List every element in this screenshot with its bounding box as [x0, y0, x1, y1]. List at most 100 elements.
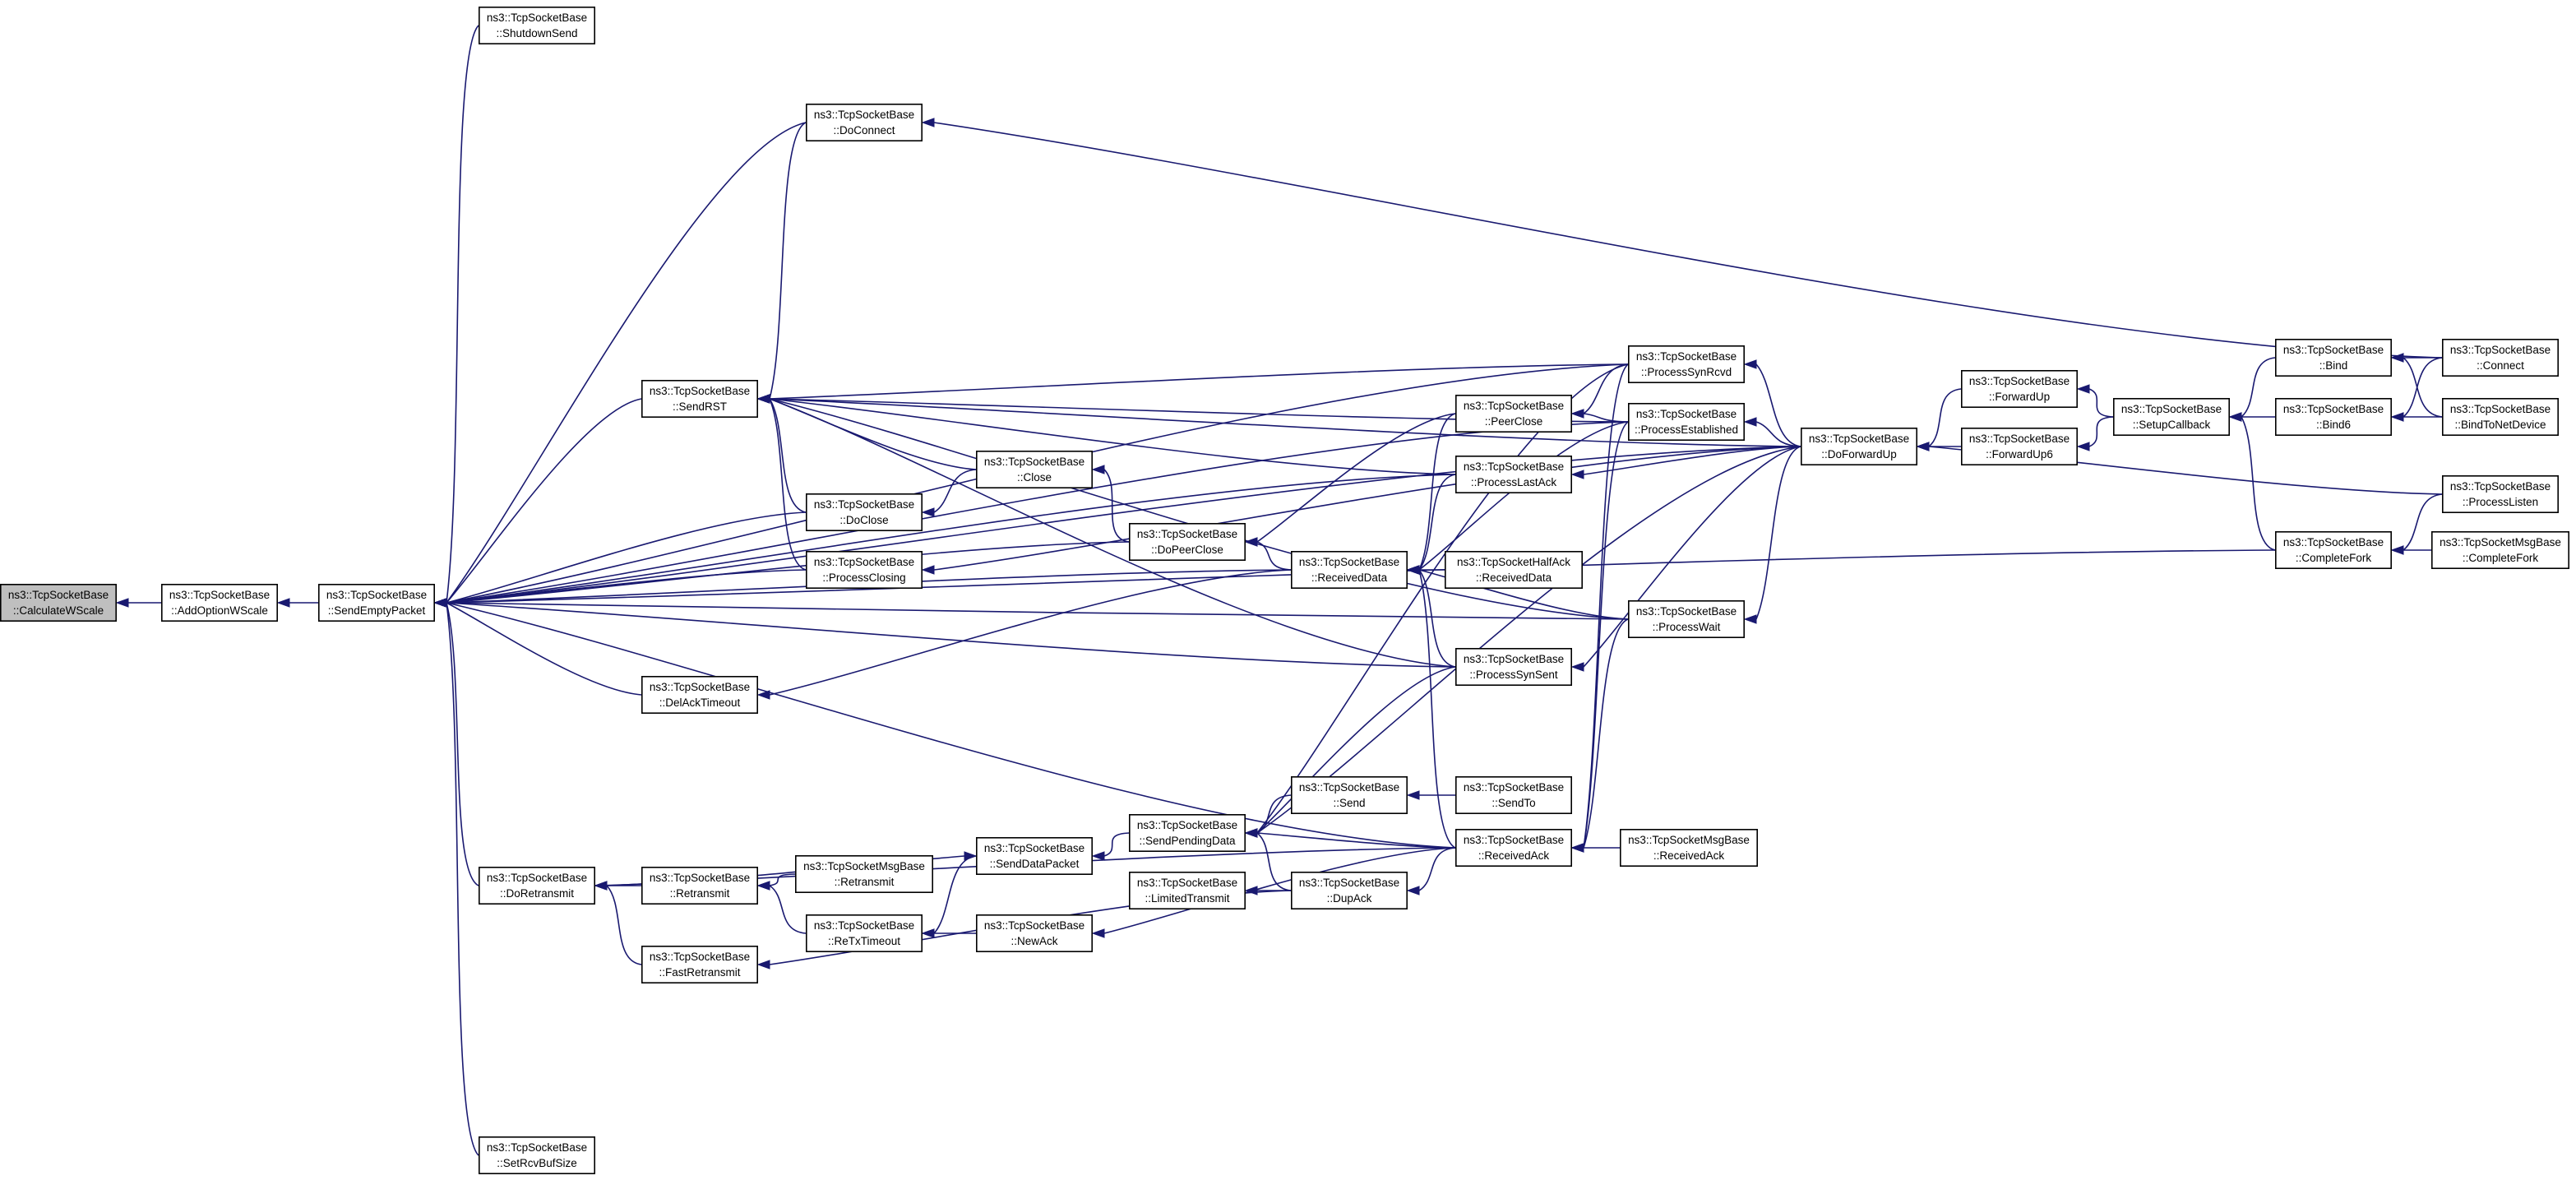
node-box[interactable] — [2113, 397, 2231, 436]
node-box[interactable] — [1129, 872, 1246, 910]
node-box[interactable] — [1620, 828, 1759, 867]
node-AddOptionWScale[interactable]: ns3::TcpSocketBase::AddOptionWScale — [161, 583, 278, 622]
node-box[interactable] — [805, 550, 923, 589]
node-box[interactable] — [2275, 397, 2393, 436]
node-DupAck[interactable]: ns3::TcpSocketBase::DupAck — [1291, 872, 1408, 910]
node-method-label: ::ForwardUp — [1989, 391, 2050, 403]
node-box[interactable] — [641, 867, 758, 905]
node-box[interactable] — [976, 914, 1094, 953]
node-box[interactable] — [1455, 455, 1573, 493]
node-Send[interactable]: ns3::TcpSocketBase::Send — [1291, 775, 1408, 814]
node-ForwardUp[interactable]: ns3::TcpSocketBase::ForwardUp — [1961, 369, 2079, 408]
node-ProcessEstablished[interactable]: ns3::TcpSocketBase::ProcessEstablished — [1628, 402, 1746, 441]
node-MsgReceivedAck[interactable]: ns3::TcpSocketMsgBase::ReceivedAck — [1620, 828, 1759, 867]
node-box[interactable] — [478, 867, 595, 905]
node-method-label: ::LimitedTransmit — [1145, 892, 1229, 905]
node-method-label: ::Bind — [2319, 359, 2348, 372]
node-SendRST[interactable]: ns3::TcpSocketBase::SendRST — [641, 379, 758, 418]
node-box[interactable] — [641, 946, 758, 984]
node-ForwardUp6[interactable]: ns3::TcpSocketBase::ForwardUp6 — [1961, 427, 2079, 465]
node-box[interactable] — [805, 104, 923, 142]
node-box[interactable] — [1628, 402, 1746, 441]
node-DoClose[interactable]: ns3::TcpSocketBase::DoClose — [805, 493, 923, 531]
node-DelAckTimeout[interactable]: ns3::TcpSocketBase::DelAckTimeout — [641, 675, 758, 714]
edge-DoClose-calls-SendEmptyPacket — [446, 511, 807, 604]
node-namespace-label: ns3::TcpSocketBase — [1299, 877, 1399, 889]
node-DoForwardUp[interactable]: ns3::TcpSocketBase::DoForwardUp — [1801, 427, 1918, 465]
node-method-label: ::ReceivedAck — [1653, 849, 1725, 862]
node-ReceivedData[interactable]: ns3::TcpSocketBase::ReceivedData — [1291, 550, 1408, 589]
node-box[interactable] — [1628, 345, 1746, 383]
node-box[interactable] — [805, 493, 923, 531]
node-Retransmit[interactable]: ns3::TcpSocketBase::Retransmit — [641, 867, 758, 905]
node-Close[interactable]: ns3::TcpSocketBase::Close — [976, 450, 1094, 488]
node-Bind6[interactable]: ns3::TcpSocketBase::Bind6 — [2275, 397, 2393, 436]
node-ProcessSynRcvd[interactable]: ns3::TcpSocketBase::ProcessSynRcvd — [1628, 345, 1746, 383]
node-box[interactable] — [976, 836, 1094, 875]
node-box[interactable] — [1455, 394, 1573, 433]
node-box[interactable] — [2442, 474, 2560, 513]
node-box[interactable] — [2431, 530, 2570, 569]
node-box[interactable] — [1455, 775, 1573, 814]
node-SetupCallback[interactable]: ns3::TcpSocketBase::SetupCallback — [2113, 397, 2231, 436]
node-SendTo[interactable]: ns3::TcpSocketBase::SendTo — [1455, 775, 1573, 814]
node-box[interactable] — [641, 379, 758, 418]
node-DoPeerClose[interactable]: ns3::TcpSocketBase::DoPeerClose — [1129, 522, 1246, 561]
node-box[interactable] — [1445, 550, 1584, 589]
node-box[interactable] — [2275, 338, 2393, 377]
node-SendEmptyPacket[interactable]: ns3::TcpSocketBase::SendEmptyPacket — [317, 583, 435, 622]
node-box[interactable] — [641, 675, 758, 714]
node-CompleteFork[interactable]: ns3::TcpSocketBase::CompleteFork — [2275, 530, 2393, 569]
node-MsgRetransmit[interactable]: ns3::TcpSocketMsgBase::Retransmit — [794, 855, 933, 894]
node-box[interactable] — [1961, 369, 2079, 408]
node-box[interactable] — [161, 583, 278, 622]
node-box[interactable] — [1801, 427, 1918, 465]
node-HalfAckReceivedData[interactable]: ns3::TcpSocketHalfAck::ReceivedData — [1445, 550, 1584, 589]
node-FastRetransmit[interactable]: ns3::TcpSocketBase::FastRetransmit — [641, 946, 758, 984]
node-SendPendingData[interactable]: ns3::TcpSocketBase::SendPendingData — [1129, 813, 1246, 852]
node-NewAck[interactable]: ns3::TcpSocketBase::NewAck — [976, 914, 1094, 953]
node-LimitedTransmit[interactable]: ns3::TcpSocketBase::LimitedTransmit — [1129, 872, 1246, 910]
node-box[interactable] — [2442, 397, 2560, 436]
node-DoConnect[interactable]: ns3::TcpSocketBase::DoConnect — [805, 104, 923, 142]
node-box[interactable] — [1129, 813, 1246, 852]
node-SendDataPacket[interactable]: ns3::TcpSocketBase::SendDataPacket — [976, 836, 1094, 875]
node-namespace-label: ns3::TcpSocketBase — [1464, 781, 1564, 794]
node-box[interactable] — [478, 1136, 595, 1175]
node-box[interactable] — [0, 583, 117, 622]
node-box[interactable] — [976, 450, 1094, 488]
node-method-label: ::SendRST — [673, 400, 727, 413]
node-box[interactable] — [317, 583, 435, 622]
node-ProcessListen[interactable]: ns3::TcpSocketBase::ProcessListen — [2442, 474, 2560, 513]
node-PeerClose[interactable]: ns3::TcpSocketBase::PeerClose — [1455, 394, 1573, 433]
node-ProcessSynSent[interactable]: ns3::TcpSocketBase::ProcessSynSent — [1455, 647, 1573, 686]
node-box[interactable] — [2442, 338, 2560, 377]
node-Bind[interactable]: ns3::TcpSocketBase::Bind — [2275, 338, 2393, 377]
arrowhead — [1916, 442, 1930, 451]
node-ReceivedAck[interactable]: ns3::TcpSocketBase::ReceivedAck — [1455, 828, 1573, 867]
node-MsgCompleteFork[interactable]: ns3::TcpSocketMsgBase::CompleteFork — [2431, 530, 2570, 569]
node-CalculateWScale[interactable]: ns3::TcpSocketBase::CalculateWScale — [0, 583, 117, 622]
node-Connect[interactable]: ns3::TcpSocketBase::Connect — [2442, 338, 2560, 377]
node-ReTxTimeout[interactable]: ns3::TcpSocketBase::ReTxTimeout — [805, 914, 923, 953]
node-box[interactable] — [1129, 522, 1246, 561]
node-ShutdownSend[interactable]: ns3::TcpSocketBase::ShutdownSend — [478, 7, 595, 45]
node-box[interactable] — [1291, 775, 1408, 814]
node-box[interactable] — [1291, 872, 1408, 910]
node-DoRetransmit[interactable]: ns3::TcpSocketBase::DoRetransmit — [478, 867, 595, 905]
node-box[interactable] — [1628, 599, 1746, 638]
node-box[interactable] — [1455, 828, 1573, 867]
node-box[interactable] — [805, 914, 923, 953]
node-box[interactable] — [1961, 427, 2079, 465]
node-BindToNetDevice[interactable]: ns3::TcpSocketBase::BindToNetDevice — [2442, 397, 2560, 436]
node-method-label: ::Connect — [2477, 359, 2524, 372]
node-ProcessClosing[interactable]: ns3::TcpSocketBase::ProcessClosing — [805, 550, 923, 589]
node-box[interactable] — [1291, 550, 1408, 589]
node-ProcessLastAck[interactable]: ns3::TcpSocketBase::ProcessLastAck — [1455, 455, 1573, 493]
node-box[interactable] — [1455, 647, 1573, 686]
node-box[interactable] — [478, 7, 595, 45]
node-box[interactable] — [2275, 530, 2393, 569]
node-ProcessWait[interactable]: ns3::TcpSocketBase::ProcessWait — [1628, 599, 1746, 638]
node-SetRcvBufSize[interactable]: ns3::TcpSocketBase::SetRcvBufSize — [478, 1136, 595, 1175]
node-box[interactable] — [794, 855, 933, 894]
